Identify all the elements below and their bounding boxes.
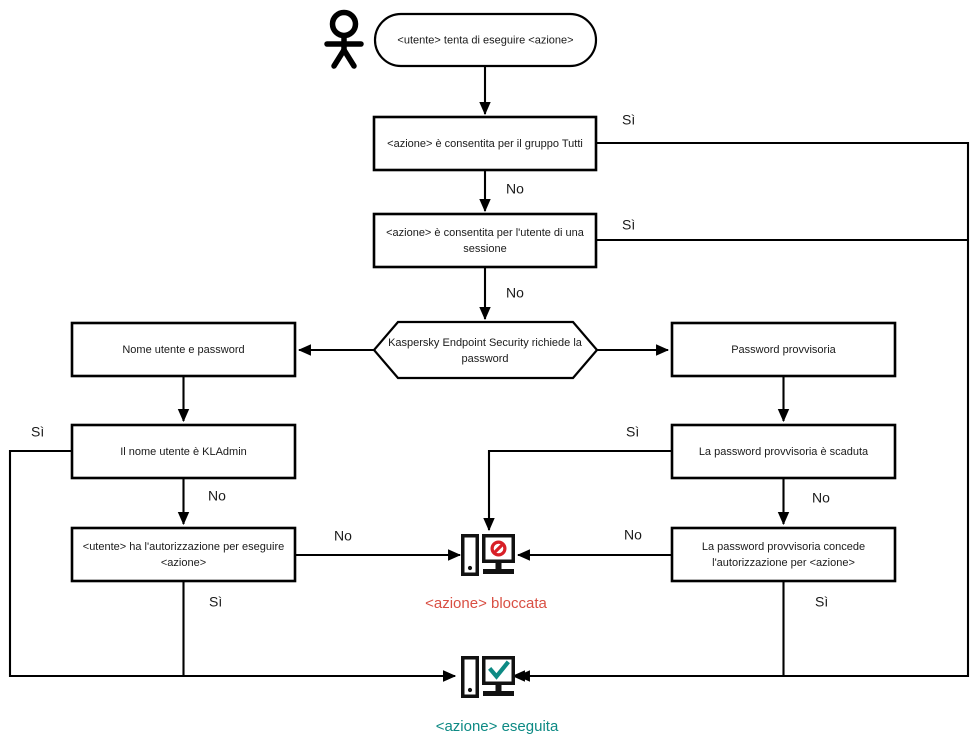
node-kes-requests-password-line1: Kaspersky Endpoint Security richiede la (388, 337, 583, 349)
node-start: <utente> tenta di eseguire <azione> (373, 12, 598, 68)
node-allowed-session-user-line2: sessione (463, 243, 506, 255)
edge-label-session-user-no: No (506, 285, 524, 301)
edge-label-permission-yes: Sì (209, 594, 222, 610)
node-kes-requests-password-line2: password (461, 353, 508, 365)
node-allowed-group-all: <azione> è consentita per il gruppo Tutt… (372, 115, 598, 172)
edge-label-kladmin-no: No (208, 488, 226, 504)
edge-label-group-all-yes: Sì (622, 112, 635, 128)
edge-label-expired-no: No (812, 490, 830, 506)
node-user-has-permission: <utente> ha l'autorizzazione per eseguir… (70, 526, 297, 583)
node-temporary-password-label: Password provvisoria (731, 344, 836, 356)
node-temporary-password: Password provvisoria (670, 321, 897, 378)
edge-label-permission-no: No (334, 528, 352, 544)
edge-label-session-user-yes: Sì (622, 217, 635, 233)
caption-executed: <azione> eseguita (436, 718, 559, 735)
node-username-is-kladmin: Il nome utente è KLAdmin (70, 423, 297, 480)
node-user-has-permission-line1: <utente> ha l'autorizzazione per eseguir… (83, 541, 284, 553)
node-username-password-label: Nome utente e password (122, 344, 244, 356)
node-temp-password-grants: La password provvisoria concede l'autori… (670, 526, 897, 583)
node-allowed-group-all-label: <azione> è consentita per il gruppo Tutt… (387, 138, 583, 150)
edge-label-group-all-no: No (506, 181, 524, 197)
monitor-blocked-icon (461, 534, 515, 576)
node-temp-password-grants-line2: l'autorizzazione per <azione> (712, 557, 855, 569)
node-username-password: Nome utente e password (70, 321, 297, 378)
node-allowed-session-user-line1: <azione> è consentita per l'utente di un… (386, 227, 585, 239)
node-allowed-session-user: <azione> è consentita per l'utente di un… (372, 212, 598, 269)
node-temp-password-expired: La password provvisoria è scaduta (670, 423, 897, 480)
user-actor-icon (324, 9, 364, 69)
node-temp-password-grants-line1: La password provvisoria concede (702, 541, 865, 553)
node-start-label: <utente> tenta di eseguire <azione> (397, 34, 573, 46)
node-temp-password-expired-label: La password provvisoria è scaduta (699, 446, 869, 458)
node-user-has-permission-line2: <azione> (161, 557, 206, 569)
edge-label-grants-yes: Sì (815, 594, 828, 610)
caption-blocked: <azione> bloccata (425, 595, 547, 612)
node-username-is-kladmin-label: Il nome utente è KLAdmin (120, 446, 247, 458)
edge-label-grants-no: No (624, 527, 642, 543)
monitor-check-icon (461, 656, 515, 698)
edge-label-kladmin-yes: Sì (31, 424, 44, 440)
edge-label-expired-yes: Sì (626, 424, 639, 440)
edge-expired-yes (483, 449, 672, 532)
node-kes-requests-password: Kaspersky Endpoint Security richiede la … (372, 320, 599, 380)
